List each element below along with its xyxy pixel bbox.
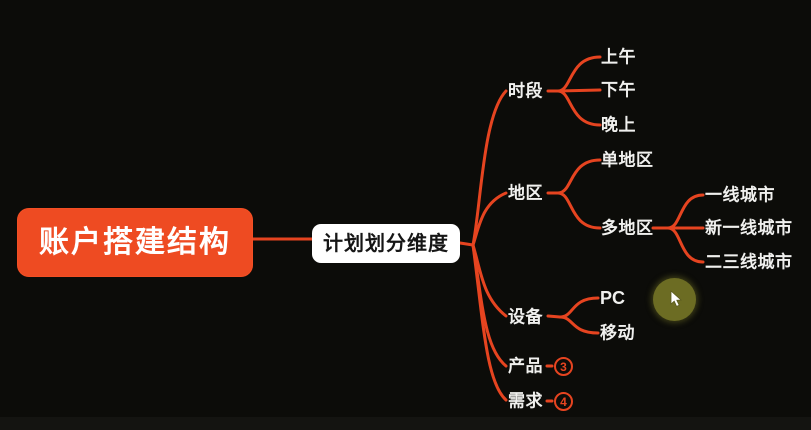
branch-diqu[interactable]: 地区 xyxy=(508,183,543,203)
leaf-ersanxian[interactable]: 二三线城市 xyxy=(705,252,793,272)
root-node-label: 账户搭建结构 xyxy=(39,225,231,259)
badge-count: 3 xyxy=(560,359,567,374)
edge-shebei-to-yidong xyxy=(558,315,600,335)
badge-count: 4 xyxy=(560,394,567,409)
leaf-wanshang[interactable]: 晚上 xyxy=(601,115,636,135)
edge-center-to-hub xyxy=(458,241,475,247)
branch-shiduan[interactable]: 时段 xyxy=(508,81,543,101)
leaf-yidong[interactable]: 移动 xyxy=(600,323,635,343)
edge-shiduan-to-wanshang xyxy=(556,89,602,127)
edge-shebei-to-pc xyxy=(558,296,600,319)
leaf-dandiqu[interactable]: 单地区 xyxy=(601,150,654,170)
collapsed-children-badge-chanpin[interactable]: 3 xyxy=(554,357,573,376)
edge-hub-to-xuqiu xyxy=(471,243,508,402)
center-node-label: 计划划分维度 xyxy=(323,232,449,255)
branch-shebei[interactable]: 设备 xyxy=(508,307,543,327)
mouse-pointer-icon xyxy=(670,290,682,307)
edge-diqu-to-dandiqu xyxy=(556,158,602,195)
edge-shiduan-to-xiawu xyxy=(556,88,602,93)
leaf-shangwu[interactable]: 上午 xyxy=(601,47,636,67)
edge-hub-to-shiduan xyxy=(471,89,508,247)
branch-xuqiu[interactable]: 需求 xyxy=(508,391,543,411)
collapsed-children-badge-xuqiu[interactable]: 4 xyxy=(554,392,573,411)
branch-duodiqu[interactable]: 多地区 xyxy=(601,218,654,238)
leaf-pc[interactable]: PC xyxy=(600,288,626,308)
edge-duodiqu-to-ersanxian xyxy=(666,226,705,264)
branch-chanpin[interactable]: 产品 xyxy=(508,356,543,376)
edge-shiduan-to-shangwu xyxy=(556,55,602,93)
edge-shebei-stub xyxy=(546,314,562,319)
edge-diqu-to-duodiqu xyxy=(556,191,602,230)
edge-duodiqu-to-yixian xyxy=(666,193,705,230)
root-node[interactable]: 账户搭建结构 xyxy=(17,208,253,277)
leaf-xiawu[interactable]: 下午 xyxy=(601,80,636,100)
edge-hub-to-diqu xyxy=(471,191,508,247)
center-node[interactable]: 计划划分维度 xyxy=(312,224,460,263)
leaf-yixian[interactable]: 一线城市 xyxy=(705,185,775,205)
leaf-xinyixian[interactable]: 新一线城市 xyxy=(705,218,793,238)
letterbox-bar xyxy=(0,417,811,430)
